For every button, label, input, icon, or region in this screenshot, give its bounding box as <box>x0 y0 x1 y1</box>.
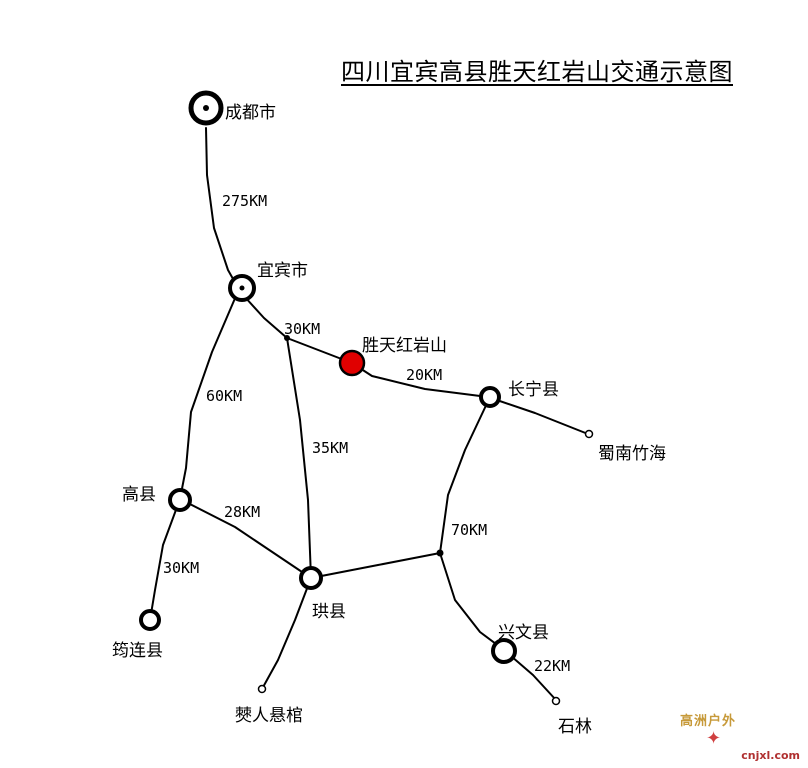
city-yibin-marker <box>228 274 256 302</box>
watermark-emblem-icon: ✦ <box>706 728 722 749</box>
county-xingwen-marker <box>491 638 517 664</box>
watermark-line1: 高洲户外 <box>680 714 737 729</box>
road-yibin-shengtian <box>243 295 353 364</box>
road-gongxian-bo <box>261 577 312 690</box>
label-junlian: 筠连县 <box>112 641 163 661</box>
label-xingwen: 兴文县 <box>498 623 549 643</box>
county-changning-marker <box>479 386 501 408</box>
junction-dot <box>436 549 444 557</box>
road-chengdu-yibin <box>205 127 238 287</box>
spot-shunan-marker <box>584 429 594 439</box>
distance-gaoxian-junlian: 30KM <box>163 559 200 577</box>
distance-xingwen-shilin: 22KM <box>534 657 571 675</box>
road-yibin-gaoxian <box>179 295 237 500</box>
distance-yibin-junction: 30KM <box>284 320 321 338</box>
distance-shengtian-changning: 20KM <box>406 366 443 384</box>
spot-shilin-marker <box>551 696 561 706</box>
road-junction-gongxian <box>286 337 312 579</box>
label-shengtian: 胜天红岩山 <box>362 336 447 356</box>
spot-bo-marker <box>257 684 267 694</box>
distance-changning-xingwen: 70KM <box>451 521 488 539</box>
label-gaoxian: 高县 <box>122 485 156 505</box>
distance-yibin-gaoxian: 60KM <box>206 387 243 405</box>
road-gaoxian-gongxian <box>179 498 312 579</box>
label-changning: 长宁县 <box>508 380 559 400</box>
distance-junction-gongxian: 35KM <box>312 439 349 457</box>
destination-marker <box>338 349 366 377</box>
label-yibin: 宜宾市 <box>257 261 308 281</box>
distance-gaoxian-gongxian: 28KM <box>224 503 261 521</box>
county-junlian-marker <box>139 609 161 631</box>
distance-chengdu-yibin: 275KM <box>222 192 268 210</box>
county-gaoxian-marker <box>168 488 192 512</box>
label-bo: 僰人悬棺 <box>235 706 303 726</box>
road-changning-junction2 <box>439 396 491 554</box>
watermark-line2: cnjxl.com <box>741 749 800 762</box>
label-shilin: 石林 <box>558 717 592 737</box>
map-title: 四川宜宾高县胜天红岩山交通示意图 <box>341 58 733 86</box>
label-chengdu: 成都市 <box>225 103 276 123</box>
watermark-logo: 高洲户外 ✦ cnjxl.com <box>680 710 800 762</box>
road-gongxian-junction2 <box>310 552 441 579</box>
county-gongxian-marker <box>299 566 323 590</box>
road-gaoxian-junlian <box>149 498 181 621</box>
road-junction2-xingwen <box>439 552 505 651</box>
road-changning-shunan <box>487 396 589 435</box>
label-shunan: 蜀南竹海 <box>598 444 666 464</box>
label-gongxian: 珙县 <box>312 602 346 622</box>
junction-dot <box>284 335 290 341</box>
city-chengdu-marker <box>188 90 224 126</box>
